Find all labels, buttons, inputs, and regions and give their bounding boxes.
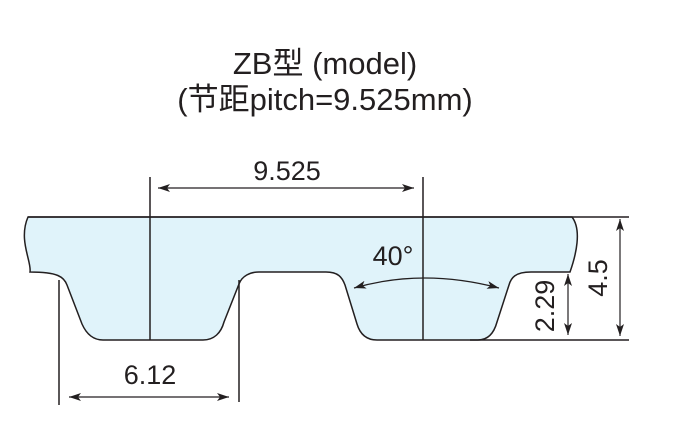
angle-label: 40° — [373, 241, 414, 271]
total-height-label: 4.5 — [583, 259, 613, 297]
angle-arc-arrow — [353, 277, 500, 289]
title-model: ZB型 (model) — [232, 46, 418, 81]
tooth-height-label: 2.29 — [530, 280, 560, 333]
belt-profile — [23, 216, 579, 341]
pitch-label: 9.525 — [253, 156, 321, 186]
title-pitch: (节距pitch=9.525mm) — [177, 82, 473, 117]
tooth-width-label: 6.12 — [124, 360, 177, 390]
